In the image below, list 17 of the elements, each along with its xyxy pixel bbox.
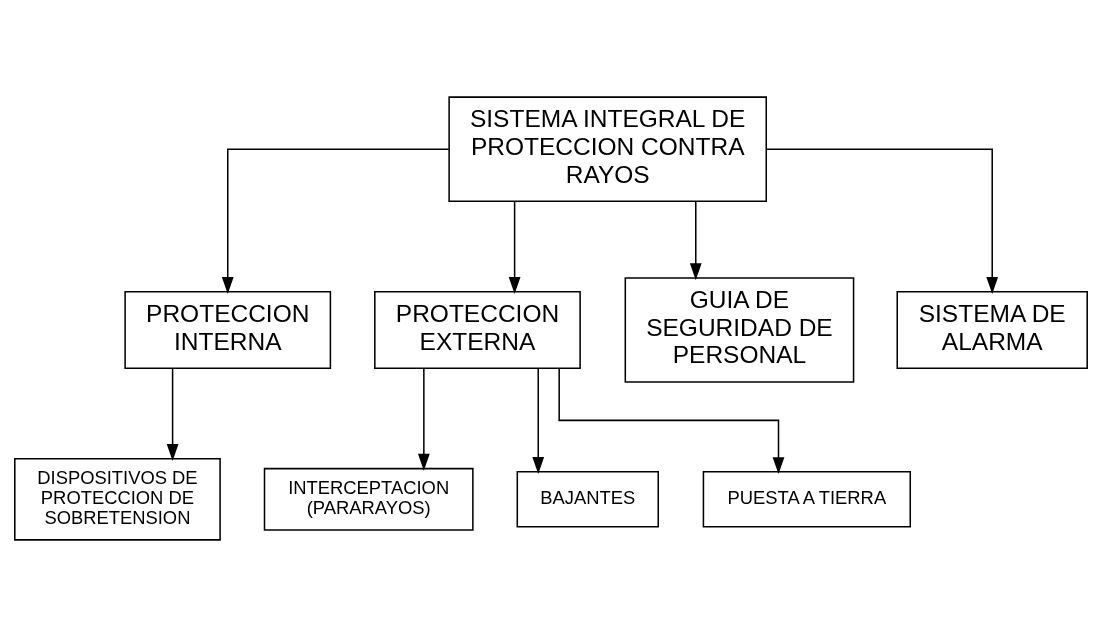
arrow (417, 367, 430, 471)
node-box: GUIA DE SEGURIDAD DE PERSONAL (624, 277, 855, 383)
arrow (166, 367, 179, 461)
arrow (558, 367, 785, 474)
node-box: PROTECCION EXTERNA (374, 290, 581, 370)
arrow (508, 200, 521, 294)
node-box: PUESTA A TIERRA (702, 470, 911, 528)
node-box: SISTEMA INTEGRAL DE PROTECCION CONTRA RAYOS (448, 96, 767, 203)
arrow (689, 200, 702, 281)
node-box: DISPOSITIVOS DE PROTECCION DE SOBRETENSION (14, 457, 221, 541)
node-box: INTERCEPTACION (PARARAYOS) (263, 467, 474, 531)
node-box: SISTEMA DE ALARMA (896, 290, 1088, 370)
arrow (765, 148, 999, 294)
arrow (532, 367, 545, 474)
arrow (221, 148, 450, 294)
node-box: PROTECCION INTERNA (124, 290, 332, 370)
node-box: BAJANTES (516, 470, 659, 528)
